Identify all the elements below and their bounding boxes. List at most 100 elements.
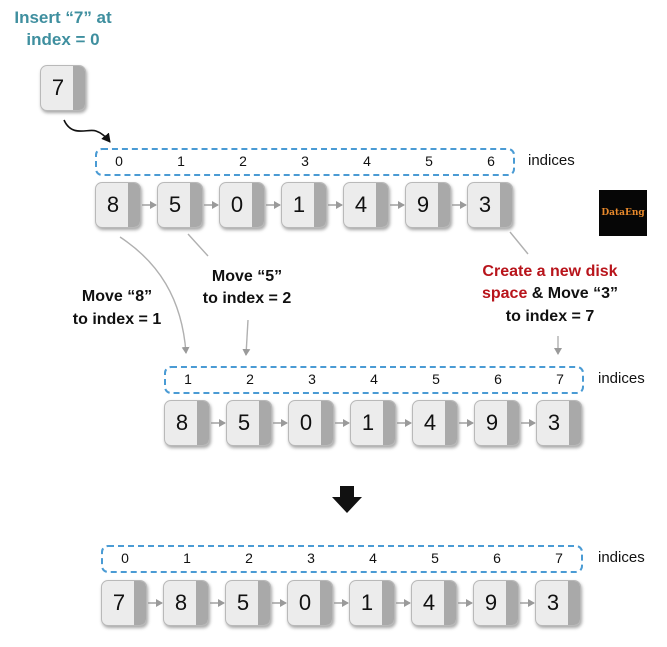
- row3-cell: 9: [473, 580, 519, 626]
- row2-indices-box: [164, 366, 584, 394]
- create-line1: Create a new disk: [482, 263, 618, 280]
- row1-index: 0: [115, 153, 123, 169]
- row1-cell-band: [190, 183, 202, 227]
- row2-cell-band: [507, 401, 519, 445]
- row2-cell: 9: [474, 400, 520, 446]
- create-line3: to index = 7: [505, 308, 595, 325]
- row2-cell-band: [569, 401, 581, 445]
- row3-index: 1: [183, 550, 191, 566]
- row3-cell-value: 9: [484, 590, 498, 615]
- row3-cell: 4: [411, 580, 457, 626]
- row3-index: 4: [369, 550, 377, 566]
- row1-index: 3: [301, 153, 309, 169]
- move5-arrow-lower: [242, 319, 251, 356]
- row3-cell-value: 3: [546, 590, 560, 615]
- row2-cell: 8: [164, 400, 210, 446]
- row3-cell-band: [258, 581, 270, 625]
- move5-arrow: [187, 233, 209, 257]
- row1-cell: 5: [157, 182, 203, 228]
- new-value-text: 7: [51, 75, 65, 100]
- row3-cell-band: [444, 581, 456, 625]
- row3-cell: 8: [163, 580, 209, 626]
- row2-cell: 3: [536, 400, 582, 446]
- row1-cell-band: [128, 183, 140, 227]
- row3-indices-box: [101, 545, 583, 573]
- down-arrow-icon: [332, 486, 362, 513]
- move8-line2: to index = 1: [72, 311, 162, 328]
- row3-cell-value: 7: [112, 590, 126, 615]
- row3-cell: 5: [225, 580, 271, 626]
- row1-cell: 3: [467, 182, 513, 228]
- row1-cell-value: 8: [106, 192, 120, 217]
- row2-cell: 5: [226, 400, 272, 446]
- row2-cell-value: 5: [237, 410, 251, 435]
- new-value-cell: 7: [40, 65, 86, 111]
- row3-cell-band: [320, 581, 332, 625]
- row1-cell-band: [438, 183, 450, 227]
- row3-index: 7: [555, 550, 563, 566]
- move8-line1: Move “8”: [81, 288, 153, 305]
- row1-index: 6: [487, 153, 495, 169]
- row3-cell: 1: [349, 580, 395, 626]
- row2-index: 6: [494, 371, 502, 387]
- row2-cell-band: [445, 401, 457, 445]
- create-line2-black: & Move “3”: [527, 285, 619, 302]
- row1-index: 5: [425, 153, 433, 169]
- move5-line1: Move “5”: [211, 268, 283, 285]
- row2-index: 3: [308, 371, 316, 387]
- row3-cell-value: 1: [360, 590, 374, 615]
- title-line-1: Insert “7” at: [14, 8, 112, 27]
- row3-indices-label: indices: [598, 549, 645, 566]
- row1-cell: 0: [219, 182, 265, 228]
- row1-cell: 8: [95, 182, 141, 228]
- row2-cell-value: 9: [485, 410, 499, 435]
- row2-cell-value: 8: [175, 410, 189, 435]
- row1-cell: 1: [281, 182, 327, 228]
- row3-cell-value: 8: [174, 590, 188, 615]
- row1-cell-value: 0: [230, 192, 244, 217]
- row3-cell: 3: [535, 580, 581, 626]
- move5-line2: to index = 2: [202, 290, 292, 307]
- row1-cell-band: [314, 183, 326, 227]
- row1-indices-label: indices: [528, 152, 575, 169]
- row3-cell-band: [134, 581, 146, 625]
- row2-cell-band: [383, 401, 395, 445]
- row1-cell: 4: [343, 182, 389, 228]
- row1-index: 2: [239, 153, 247, 169]
- row2-cell-band: [259, 401, 271, 445]
- row3-cell-band: [506, 581, 518, 625]
- row2-index: 1: [184, 371, 192, 387]
- logo-text: DataEng: [601, 208, 645, 218]
- row1-cell-value: 3: [478, 192, 492, 217]
- row2-cell-value: 0: [299, 410, 313, 435]
- row1-index: 1: [177, 153, 185, 169]
- row3-cell-value: 0: [298, 590, 312, 615]
- row3-cell: 0: [287, 580, 333, 626]
- row2-indices-label: indices: [598, 370, 645, 387]
- row2-cell: 0: [288, 400, 334, 446]
- row1-cell-value: 1: [292, 192, 306, 217]
- row2-cell: 4: [412, 400, 458, 446]
- row2-cell-band: [321, 401, 333, 445]
- row1-cell: 9: [405, 182, 451, 228]
- row3-index: 2: [245, 550, 253, 566]
- create-line2-red: space: [481, 285, 528, 302]
- row1-cell-band: [376, 183, 388, 227]
- curved-arrow-icon: [63, 119, 111, 143]
- row1-cell-band: [500, 183, 512, 227]
- row2-cell-band: [197, 401, 209, 445]
- row2-index: 7: [556, 371, 564, 387]
- row3-cell: 7: [101, 580, 147, 626]
- move8-arrow: [119, 236, 190, 354]
- row2-index: 5: [432, 371, 440, 387]
- row3-cell-band: [382, 581, 394, 625]
- row3-cell-value: 5: [236, 590, 250, 615]
- row2-cell-value: 4: [423, 410, 437, 435]
- row1-cell-value: 5: [168, 192, 182, 217]
- row3-index: 0: [121, 550, 129, 566]
- row3-index: 6: [493, 550, 501, 566]
- row3-index: 5: [431, 550, 439, 566]
- row1-cell-band: [252, 183, 264, 227]
- row2-index: 2: [246, 371, 254, 387]
